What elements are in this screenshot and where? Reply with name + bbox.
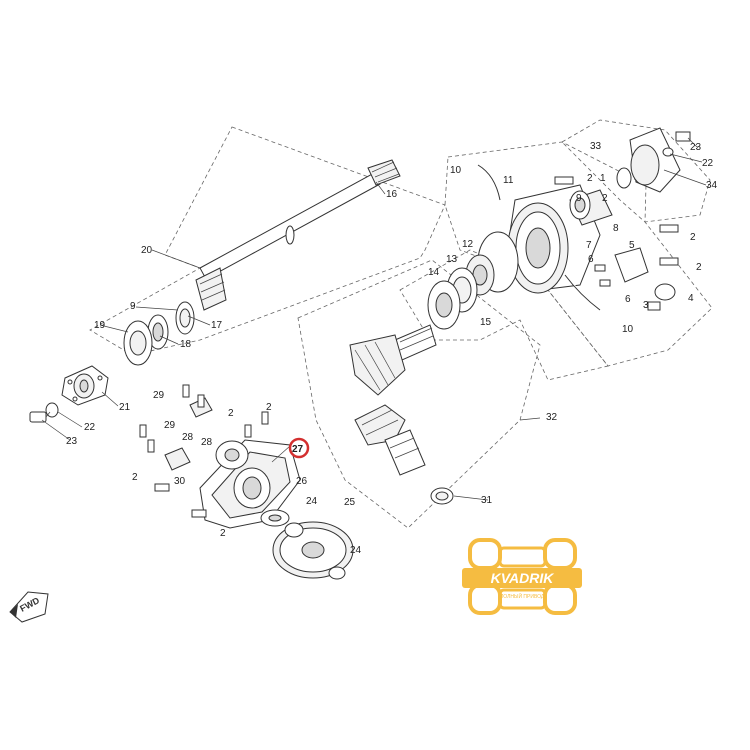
- spur-gear: [260, 509, 354, 580]
- callout-label: 3: [643, 300, 649, 311]
- callout-label: 21: [119, 402, 131, 413]
- left-bearing-set: [123, 301, 195, 366]
- callout-label: 1: [600, 173, 606, 184]
- callout-label: 2: [602, 193, 608, 204]
- watermark-brand: KVADRIK: [491, 570, 555, 586]
- callout-label: 30: [174, 476, 186, 487]
- callout-labels: 16 20 9 17 19 18 21 22 23 29 29 2 2 28 2…: [66, 141, 718, 556]
- callout-label: 29: [164, 420, 176, 431]
- fwd-arrow: FWD: [9, 591, 49, 623]
- callout-label: 25: [344, 497, 356, 508]
- callout-label: 19: [94, 320, 106, 331]
- callout-label: 12: [462, 239, 474, 250]
- callout-label: 24: [306, 496, 318, 507]
- callout-label: 2: [266, 402, 272, 413]
- callout-label: 6: [625, 294, 631, 305]
- callout-label: 9: [130, 301, 136, 312]
- callout-label: 2: [696, 262, 702, 273]
- callout-label: 24: [350, 545, 362, 556]
- callout-label: 28: [201, 437, 213, 448]
- callout-label: 10: [622, 324, 634, 335]
- callout-label: 6: [588, 254, 594, 265]
- top-bracket: [554, 127, 691, 220]
- callout-label: 17: [211, 320, 223, 331]
- callout-label: 32: [546, 412, 558, 423]
- callout-label: 26: [296, 476, 308, 487]
- callout-label: 14: [428, 267, 440, 278]
- watermark-tagline: ПОЛНЫЙ ПРИВОД: [500, 592, 545, 600]
- callout-label: 23: [66, 436, 78, 447]
- callout-label: 29: [153, 390, 165, 401]
- callout-label: 2: [220, 528, 226, 539]
- callout-label: 16: [386, 189, 398, 200]
- callout-label: 31: [481, 495, 493, 506]
- callout-label: 4: [688, 293, 694, 304]
- gear-case: [139, 384, 301, 529]
- callout-leaders: [41, 137, 707, 501]
- switch-bracket: [594, 224, 679, 311]
- callout-label: 11: [503, 175, 514, 186]
- callout-label: 28: [182, 432, 194, 443]
- callout-label: 8: [613, 223, 619, 234]
- flange-hub: [29, 365, 109, 423]
- top-bracket-group-outline: [561, 119, 711, 223]
- callout-label: 20: [141, 245, 153, 256]
- bevel-gear-set: [349, 324, 454, 505]
- callout-label: 7: [586, 240, 592, 251]
- callout-label: 5: [629, 240, 635, 251]
- callout-label: 22: [84, 422, 96, 433]
- callout-label: 18: [180, 339, 192, 350]
- callout-label: 23: [690, 142, 702, 153]
- callout-label: 34: [706, 180, 718, 191]
- callout-label: 33: [590, 141, 602, 152]
- housing-group-outline: [444, 141, 713, 367]
- callout-label: 10: [450, 165, 462, 176]
- highlighted-callout-ring: [288, 437, 310, 459]
- axle-shaft: [195, 159, 401, 311]
- callout-label: 2: [228, 408, 234, 419]
- axle-shaft-group-outline: [89, 126, 446, 356]
- callout-label: 15: [480, 317, 492, 328]
- callout-label: 13: [446, 254, 458, 265]
- callout-label: 22: [702, 158, 714, 169]
- callout-label: 2: [587, 173, 593, 184]
- kvadrik-watermark: KVADRIK ПОЛНЫЙ ПРИВОД: [462, 538, 582, 615]
- highlighted-callout-label: 27: [292, 444, 304, 455]
- callout-label: 2: [690, 232, 696, 243]
- callout-label: 9: [576, 193, 582, 204]
- main-housing: [427, 164, 613, 330]
- callout-label: 2: [132, 472, 138, 483]
- gear-group-outline: [297, 259, 541, 529]
